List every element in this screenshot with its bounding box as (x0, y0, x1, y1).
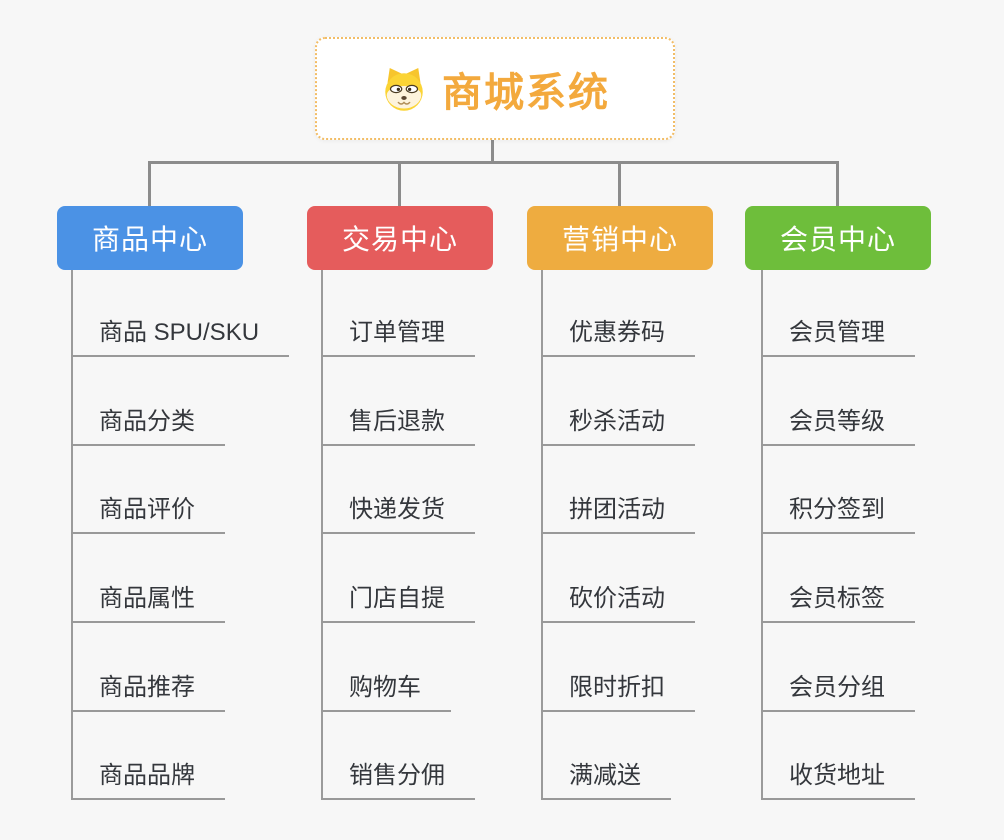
leaf-node[interactable]: 商品 SPU/SKU (71, 317, 290, 357)
leaf-node[interactable]: 砍价活动 (541, 583, 695, 623)
leaf-node[interactable]: 商品评价 (71, 494, 225, 534)
branch-node-trade-center[interactable]: 交易中心 (307, 206, 493, 270)
leaf-node[interactable]: 销售分佣 (321, 760, 475, 800)
root-node[interactable]: 商城系统 (315, 37, 675, 140)
branch-line-marketing-center (541, 270, 543, 800)
branch-label: 交易中心 (341, 224, 458, 255)
branch-node-product-center[interactable]: 商品中心 (57, 206, 243, 270)
branch-label: 商品中心 (91, 224, 208, 255)
leaf-node[interactable]: 快递发货 (321, 494, 475, 534)
leaf-node[interactable]: 门店自提 (321, 583, 475, 623)
leaf-node[interactable]: 商品分类 (71, 406, 225, 446)
branch-label: 营销中心 (561, 224, 678, 255)
leaf-node[interactable]: 订单管理 (321, 317, 475, 357)
connector-rail (148, 161, 839, 164)
leaf-node[interactable]: 满减送 (541, 760, 671, 800)
leaf-node[interactable]: 会员管理 (761, 317, 915, 357)
connector-drop-branch-2 (398, 161, 401, 207)
connector-root-stem (491, 140, 494, 163)
connector-drop-branch-4 (836, 161, 839, 207)
leaf-node[interactable]: 会员标签 (761, 583, 915, 623)
leaf-node[interactable]: 商品品牌 (71, 760, 225, 800)
leaf-node[interactable]: 购物车 (321, 672, 451, 712)
leaf-node[interactable]: 秒杀活动 (541, 406, 695, 446)
leaf-node[interactable]: 收货地址 (761, 760, 915, 800)
branch-node-marketing-center[interactable]: 营销中心 (527, 206, 713, 270)
leaf-node[interactable]: 商品推荐 (71, 672, 225, 712)
leaf-node[interactable]: 会员等级 (761, 406, 915, 446)
branch-label: 会员中心 (779, 224, 896, 255)
leaf-node[interactable]: 售后退款 (321, 406, 475, 446)
branch-line-trade-center (321, 270, 323, 800)
leaf-node[interactable]: 优惠券码 (541, 317, 695, 357)
connector-drop-branch-3 (618, 161, 621, 207)
leaf-node[interactable]: 积分签到 (761, 494, 915, 534)
root-label: 商城系统 (442, 70, 610, 115)
connector-drop-branch-1 (148, 161, 151, 207)
dog-face-icon (380, 65, 428, 113)
leaf-node[interactable]: 拼团活动 (541, 494, 695, 534)
leaf-node[interactable]: 商品属性 (71, 583, 225, 623)
leaf-node[interactable]: 会员分组 (761, 672, 915, 712)
leaf-node[interactable]: 限时折扣 (541, 672, 695, 712)
branch-line-member-center (761, 270, 763, 800)
branch-line-product-center (71, 270, 73, 800)
branch-node-member-center[interactable]: 会员中心 (745, 206, 931, 270)
